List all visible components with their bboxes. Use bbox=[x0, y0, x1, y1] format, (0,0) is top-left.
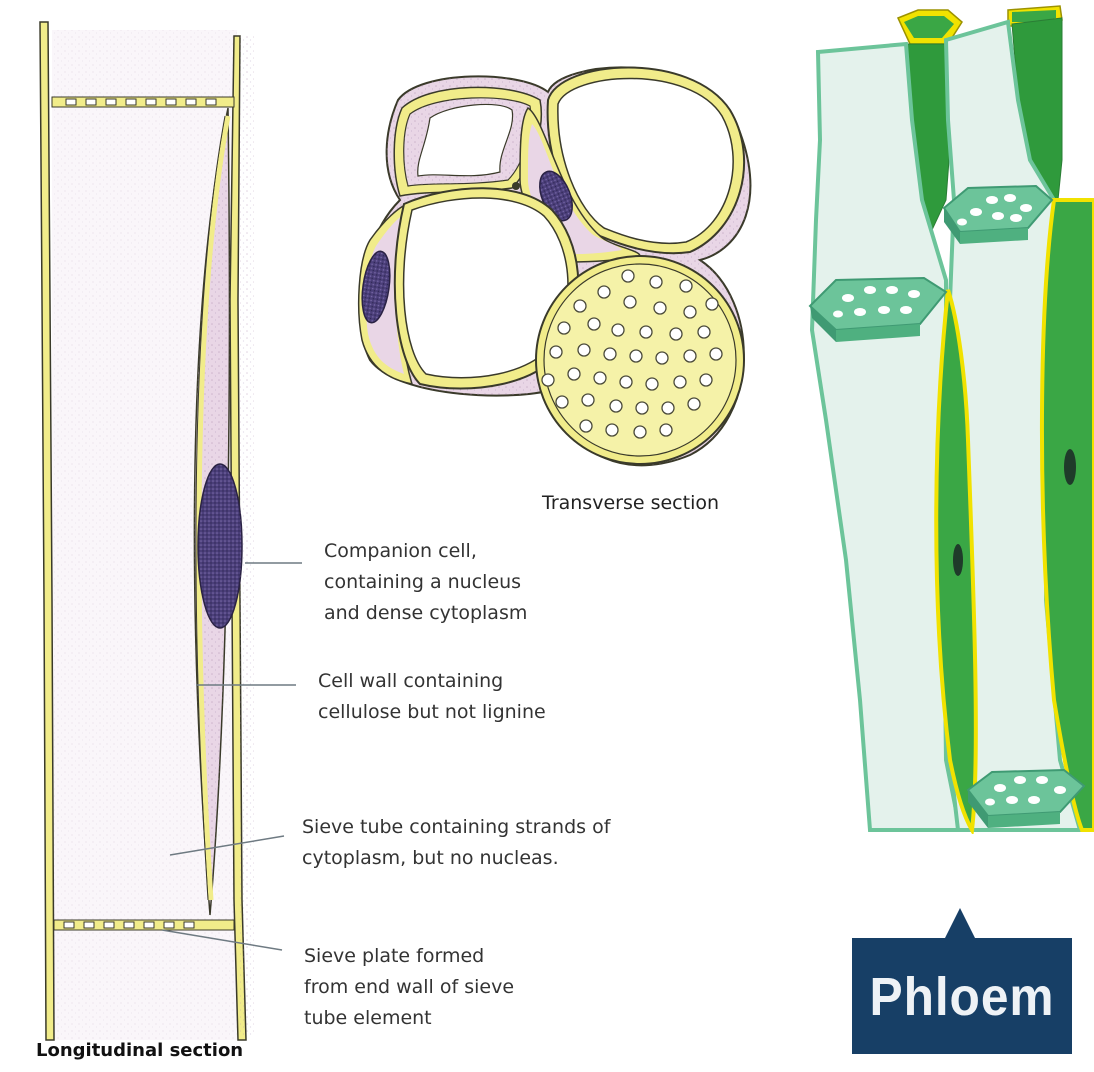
top-sieve-plate bbox=[52, 97, 234, 107]
left-cell-wall bbox=[40, 22, 54, 1040]
longitudinal-section-caption: Longitudinal section bbox=[36, 1040, 243, 1061]
longitudinal-section bbox=[40, 22, 254, 1040]
phloem-title-box: Phloem bbox=[852, 938, 1072, 1054]
phloem-title: Phloem bbox=[861, 966, 1063, 1028]
phloem-nucleus-middle bbox=[953, 544, 963, 576]
sieve-tube-label: Sieve tube containing strands of cytopla… bbox=[302, 812, 610, 874]
transverse-section bbox=[358, 67, 750, 465]
transverse-sieve-plate bbox=[536, 256, 744, 464]
cell-wall-label: Cell wall containing cellulose but not l… bbox=[318, 666, 546, 728]
transverse-companion-top bbox=[394, 87, 541, 196]
phloem-nucleus-right bbox=[1064, 449, 1076, 485]
transverse-section-caption: Transverse section bbox=[542, 492, 719, 514]
phloem-3d-illustration bbox=[800, 6, 1094, 904]
phloem-pointer-arrow bbox=[944, 908, 976, 940]
companion-cell-label: Companion cell, containing a nucleus and… bbox=[324, 536, 527, 629]
bottom-sieve-plate bbox=[54, 920, 234, 930]
sieve-plate-label: Sieve plate formed from end wall of siev… bbox=[304, 941, 514, 1034]
companion-nucleus bbox=[198, 464, 242, 628]
